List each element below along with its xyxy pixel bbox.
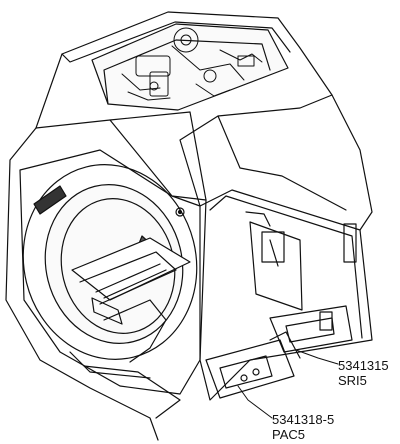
patient-table [71, 237, 191, 363]
side-panel [199, 189, 373, 401]
bore-control-panel-left [33, 185, 67, 215]
bore-outer-ring [22, 164, 198, 360]
base-plate [83, 365, 181, 419]
lower-electronics-bay [205, 339, 295, 399]
callout-pac5: 5341318-5 PAC5 [272, 412, 334, 442]
top-components [121, 27, 263, 101]
side-mount-plate [249, 221, 303, 311]
callout-sri5: 5341315 SRI5 [338, 358, 389, 388]
top-inner-ridge [61, 21, 291, 63]
callout-pac5-code: PAC5 [272, 427, 305, 442]
callout-sri5-part-number: 5341315 [338, 358, 389, 373]
front-frame [5, 127, 159, 441]
leader-sri5 [295, 349, 339, 365]
front-face [19, 149, 207, 395]
callout-pac5-part-number: 5341318-5 [272, 412, 335, 427]
top-housing-outline [35, 11, 373, 231]
callout-sri5-code: SRI5 [338, 373, 367, 388]
leader-pac5 [237, 385, 273, 419]
side-badge [175, 207, 185, 217]
